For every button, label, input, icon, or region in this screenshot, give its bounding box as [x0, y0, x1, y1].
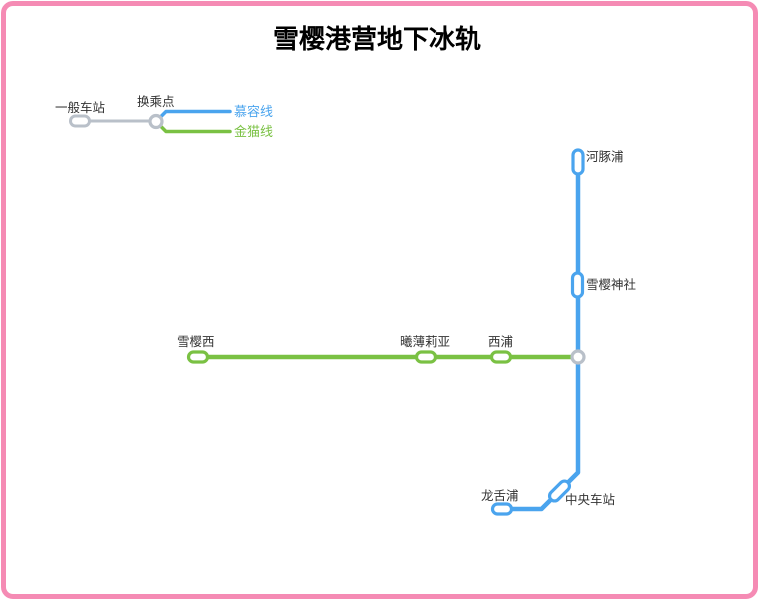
station-label-longshepu: 龙舌浦: [481, 489, 519, 503]
station-marker-xibaoliya: [414, 350, 438, 364]
station-marker-hetunpu: [571, 148, 585, 176]
station-marker-xueying-shenshe: [570, 271, 585, 299]
station-marker-longshepu: [490, 502, 514, 516]
station-label-xibaoliya: 曦薄莉亚: [400, 334, 450, 349]
station-label-hetunpu: 河豚浦: [586, 150, 624, 164]
murong-stations: 河豚浦 雪樱神社 中央车站 龙舌浦: [481, 148, 636, 516]
legend: 一般车站 换乘点 慕容线 金猫线: [55, 95, 273, 139]
legend-murong-line-sample: [157, 109, 232, 120]
legend-transfer-icon: [148, 113, 164, 130]
transfer-point-marker: [570, 349, 586, 365]
legend-line1-name: 慕容线: [234, 104, 273, 119]
legend-jinmao-line-sample: [157, 123, 232, 134]
station-label-xueying-shenshe: 雪樱神社: [586, 277, 636, 292]
station-marker-xueying-xi: [186, 350, 210, 364]
murong-line-path: [498, 148, 581, 512]
legend-transfer-label: 换乘点: [137, 95, 175, 109]
station-label-xueying-xi: 雪樱西: [177, 334, 215, 349]
murong-line: [498, 148, 581, 512]
legend-station-label: 一般车站: [55, 100, 105, 115]
station-marker-xipu: [489, 350, 513, 364]
jinmao-stations: 雪樱西 曦薄莉亚 西浦: [177, 334, 513, 364]
page-title: 雪樱港营地下冰轨: [273, 25, 481, 54]
station-label-zhongyang-chezhan: 中央车站: [565, 492, 615, 507]
legend-station-icon: [69, 114, 91, 128]
station-label-xipu: 西浦: [488, 335, 513, 349]
station-marker-zhongyang-chezhan: [547, 479, 572, 503]
legend-line2-name: 金猫线: [234, 124, 273, 139]
